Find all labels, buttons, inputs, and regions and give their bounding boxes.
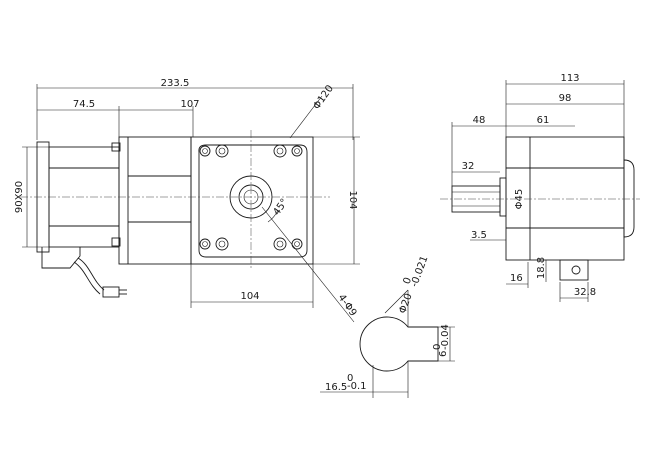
dim-key-tol-upper: 0 <box>432 344 443 350</box>
dim-key-tol-lower: -0.04 <box>440 324 451 350</box>
dim-shaft-tol-upper: 0 <box>402 276 415 286</box>
side-cap <box>623 159 635 238</box>
terminal-box <box>41 247 81 269</box>
dim-hole-angle: 45° <box>271 197 290 218</box>
dim-gearbox-length: 107 <box>180 99 199 110</box>
dim-base-width: 32.8 <box>574 287 596 298</box>
dim-base-offset: 16 <box>510 273 523 284</box>
dim-side-total: 113 <box>560 73 579 84</box>
dim-key-depth: 16.5 <box>325 382 347 393</box>
dim-key-depth-tol-lower: -0.1 <box>347 381 367 392</box>
dim-side-body: 98 <box>559 93 572 104</box>
dim-motor-length: 74.5 <box>73 99 95 110</box>
dim-side-61: 61 <box>537 115 550 126</box>
dim-shaft-tol-lower: -0.021 <box>409 254 430 288</box>
dim-flange-height: 104 <box>347 190 358 209</box>
cable <box>77 257 105 291</box>
dim-shaft-length: 32 <box>462 161 475 172</box>
front-view <box>20 95 355 323</box>
side-boss <box>499 177 507 217</box>
gearbox-housing <box>118 136 192 265</box>
dim-boss-diameter: Φ45 <box>514 189 525 210</box>
dim-shaft-diameter: Φ20 <box>397 292 414 315</box>
dim-base-height: 18.8 <box>536 257 547 279</box>
dim-boss-height: 3.5 <box>471 230 487 241</box>
dim-overall-length: 233.5 <box>161 78 190 89</box>
side-base <box>559 259 589 281</box>
dim-key-width: 6 <box>438 351 449 357</box>
side-dimensions: 113 98 48 61 32 Φ45 3.5 16 18.8 32.8 <box>451 73 625 302</box>
side-view <box>440 136 640 281</box>
cable-connector <box>102 286 120 298</box>
dim-flange-diagonal: Φ120 <box>311 83 335 111</box>
dim-mount-holes: 4-Φ9 <box>336 292 359 318</box>
mount-hole-group <box>199 144 303 251</box>
shaft-detail <box>320 289 455 398</box>
dim-key-depth-tol-upper: 0 <box>347 373 353 384</box>
dim-flange-width: 104 <box>240 291 259 302</box>
shaft-section <box>359 316 439 372</box>
dim-motor-frame: 90X90 <box>14 181 25 213</box>
dim-side-extension: 48 <box>473 115 486 126</box>
flange-plate <box>190 136 314 265</box>
shaft-dimensions: Φ20 0 -0.021 6 0 -0.04 16.5 0 -0.1 <box>325 254 451 393</box>
